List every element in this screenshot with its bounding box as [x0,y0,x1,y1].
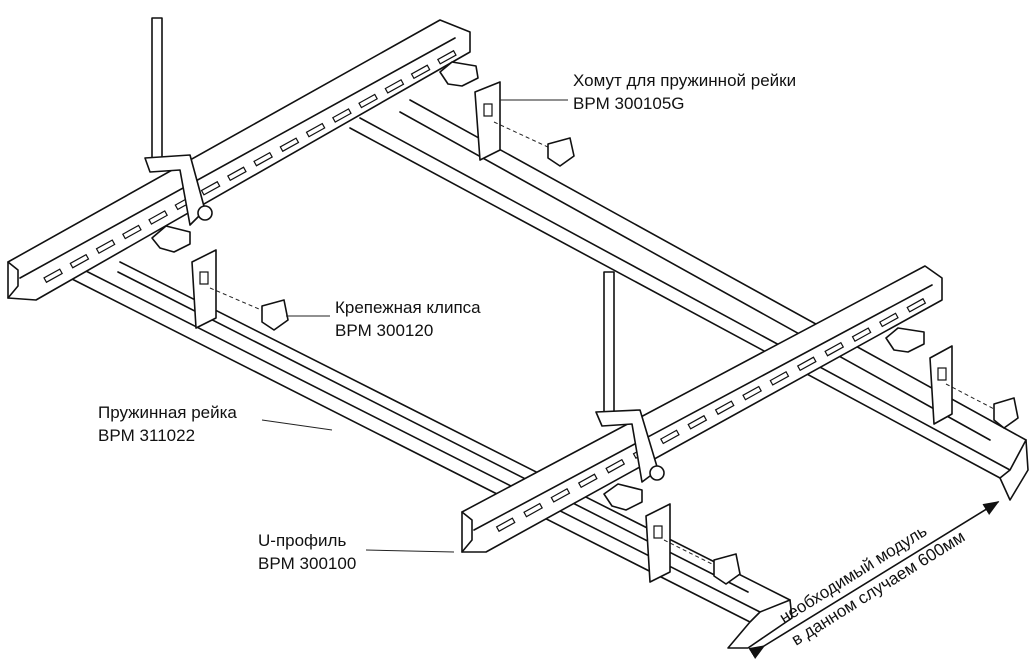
perforation-slot [714,400,735,416]
clip-label-name: Крепежная клипса [335,298,481,317]
perforation-slot [305,122,326,138]
perforation-slot [879,312,899,328]
clamp-left [191,249,289,331]
perforation-slot [122,224,142,240]
perforation-slot [851,327,872,342]
perforation-slot [796,356,817,372]
clamp-bottom [645,503,741,585]
perforation-slot [384,79,405,94]
perforation-slot [550,488,571,503]
perforation-slot [437,49,457,65]
leader-spring-rail [261,419,333,431]
clamp-label-name: Хомут для пружинной рейки [573,71,796,90]
insert-arrow-bottom [603,483,643,511]
insert-arrow-top [439,61,479,87]
perforation-slot [742,385,762,401]
spring-rail-front [349,99,1029,501]
perforation-slot [148,210,168,225]
spring-rail-rear [69,261,793,649]
perforation-slot [358,93,378,109]
perforation-slot [95,239,116,254]
perforation-slot [687,414,708,430]
u-profile-label-name: U-профиль [258,531,346,550]
perforation-slot [227,166,247,182]
spring-rail-label-name: Пружинная рейка [98,403,237,422]
perforation-slot [279,137,300,153]
perforation-slot [69,253,90,269]
perforation-slot [523,502,543,518]
hanger-rod-rear [144,17,213,226]
insert-arrow-right [885,327,925,353]
perforation-slot [769,371,790,386]
module-arrow [748,501,1000,659]
perforation-slot [332,108,352,123]
leader-u-profile [365,549,455,553]
insert-arrow-left [151,225,191,253]
perforation-slot [660,429,680,445]
u-profile-rear [7,19,471,301]
clip-label-code: BPM 300120 [335,321,433,340]
spring-rail-label-code: BPM 311022 [98,426,195,445]
hanger-rod-front [595,271,665,483]
perforation-slot [43,268,63,284]
clamp-label-code: BPM 300105G [573,94,685,113]
u-profile-front [461,265,943,553]
perforation-slot [495,517,516,533]
u-profile-label-code: BPM 300100 [258,554,356,573]
perforation-slot [577,473,598,489]
clamp-right [929,345,1019,429]
perforation-slot [200,180,221,196]
clamp-top [474,81,575,167]
perforation-slot [605,458,626,474]
perforation-slot [253,151,273,167]
perforation-slot [906,297,927,313]
perforation-slot [410,64,431,80]
perforation-slot [824,341,845,357]
